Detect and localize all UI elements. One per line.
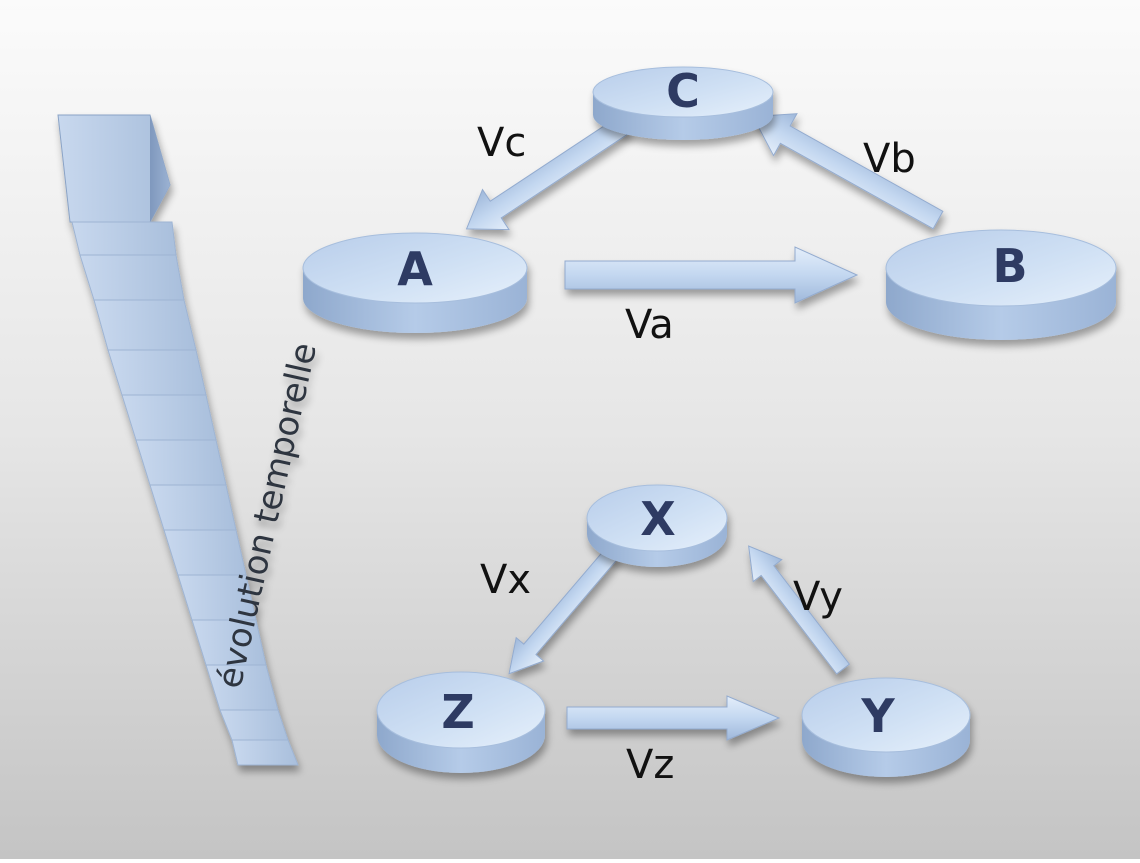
arrow-z-to-y bbox=[566, 695, 781, 741]
label-vb: Vb bbox=[863, 136, 916, 182]
label-vz: Vz bbox=[626, 742, 674, 788]
node-b-label: B bbox=[992, 239, 1027, 293]
arrow-y-to-x bbox=[748, 545, 851, 675]
arrow-a-to-b bbox=[564, 246, 859, 304]
node-c-label: C bbox=[666, 64, 700, 118]
label-vy: Vy bbox=[793, 574, 843, 620]
node-y: Y bbox=[801, 677, 971, 777]
arrow-c-to-a bbox=[465, 114, 632, 231]
timeline-column: évolution temporelle bbox=[57, 114, 325, 766]
node-x-label: X bbox=[640, 492, 675, 546]
label-vc: Vc bbox=[477, 120, 526, 166]
arrow-x-to-z bbox=[508, 546, 620, 675]
node-b: B bbox=[885, 229, 1117, 340]
node-z-label: Z bbox=[441, 685, 474, 739]
timeline-segments bbox=[71, 221, 299, 766]
bottom-cycle-arrows bbox=[508, 545, 851, 741]
label-vx: Vx bbox=[480, 557, 531, 603]
top-cycle-arrows bbox=[465, 113, 944, 304]
node-a-label: A bbox=[397, 242, 433, 296]
timeline-top-block-side bbox=[150, 115, 170, 222]
node-x: X bbox=[586, 484, 728, 567]
node-z: Z bbox=[376, 671, 546, 773]
node-a: A bbox=[302, 232, 528, 333]
node-c: C bbox=[592, 64, 774, 140]
arrow-b-to-c bbox=[752, 113, 944, 230]
label-va: Va bbox=[625, 302, 674, 348]
node-y-label: Y bbox=[860, 689, 895, 743]
